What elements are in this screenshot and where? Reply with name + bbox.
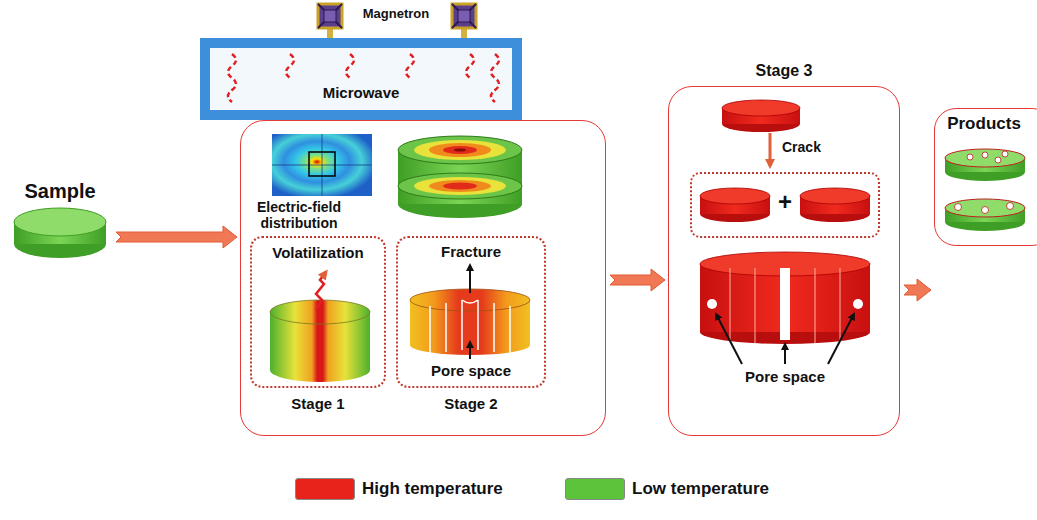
stage3-cylinder-part — [784, 344, 786, 364]
magnetron-icon-part — [318, 4, 342, 28]
magnetron-icon-part — [452, 4, 476, 28]
stage2-cylinder-part — [469, 342, 471, 359]
sample-disc-part — [14, 208, 106, 236]
magnetron-icon-part — [318, 4, 342, 28]
product-discs — [945, 149, 1025, 231]
magnetron-icon — [318, 4, 476, 42]
sample-node: Sample — [8, 178, 112, 270]
microwave-waves-part — [228, 54, 499, 102]
stage3-cylinder-part — [707, 299, 717, 309]
electric-field-map-part — [272, 134, 372, 196]
stage2-cylinder-part-part — [462, 300, 478, 303]
stage3-cylinder-part — [780, 268, 790, 340]
flow-arrow — [904, 279, 931, 301]
stage-box: VolatilizationStage 1 — [250, 236, 386, 388]
legend-swatch — [565, 478, 625, 500]
field-label: Electric-field distribution — [244, 199, 354, 231]
product-discs-part — [1002, 151, 1008, 157]
pore-label: Pore space — [700, 368, 870, 385]
magnetron-icon-part — [324, 10, 336, 22]
microwave-waves-part-part — [228, 54, 236, 102]
stage-label: Stage 1 — [250, 395, 386, 412]
product-discs-part — [945, 199, 1025, 217]
heated-disc-part — [398, 136, 522, 164]
microwave-waves-part-part — [491, 54, 499, 102]
product-discs-part — [995, 157, 1001, 163]
stage-panel: Stage 3CrackPore space+ — [668, 86, 900, 436]
heated-disc-part — [443, 183, 477, 190]
microwave-label: Microwave — [300, 84, 422, 101]
process-label: Volatilization — [252, 244, 384, 261]
flow-arrow — [116, 226, 237, 248]
microwave-waves-part-part — [406, 54, 414, 78]
products-label: Products — [936, 114, 1032, 134]
stage-label: Stage 3 — [668, 62, 900, 80]
electric-field-map-part — [309, 152, 335, 176]
stage3-disc-part — [769, 133, 772, 166]
products-panel: Products — [934, 108, 1037, 246]
product-discs-part — [967, 154, 973, 160]
crack-box: + — [690, 172, 880, 238]
process-label: Fracture — [398, 243, 544, 260]
heated-disc-part — [429, 180, 491, 192]
product-discs-part — [982, 152, 988, 158]
stage3-cylinder-part — [716, 314, 742, 364]
legend-text: Low temperature — [632, 479, 769, 499]
heated-disc-part — [414, 140, 506, 160]
heated-disc-part — [398, 173, 522, 199]
sample-label: Sample — [8, 180, 112, 203]
plus-sign: + — [772, 188, 798, 216]
stage-box: FracturePore spaceStage 2 — [396, 236, 546, 388]
product-discs-part — [1007, 203, 1014, 210]
stage3-disc-part — [722, 100, 800, 116]
split-discs-part — [800, 188, 870, 204]
stage3-cylinder-part — [828, 314, 854, 364]
product-discs-part — [982, 207, 989, 214]
product-discs-part — [945, 149, 1025, 167]
electric-field-map — [272, 134, 372, 196]
flow-arrow — [610, 269, 665, 291]
split-discs-part — [700, 188, 770, 204]
heated-disc-part — [454, 148, 466, 151]
microwave-waves-part-part — [466, 54, 474, 78]
heated-disc — [398, 136, 522, 218]
stage2-cylinder-part — [469, 265, 471, 293]
sample-disc — [14, 208, 106, 258]
stage-label: Stage 2 — [396, 395, 546, 412]
microwave-waves — [210, 48, 512, 110]
stage3-cylinder — [700, 252, 870, 364]
stage3-disc — [722, 100, 800, 166]
electric-field-map-part — [272, 134, 372, 196]
stage3-cylinder-part — [853, 299, 863, 309]
stage1-cylinder-part — [316, 272, 326, 310]
microwave-waves-part-part — [346, 54, 354, 78]
microwave-waves-part-part — [286, 54, 294, 78]
split-discs — [700, 188, 870, 222]
heated-disc-part — [414, 177, 506, 195]
stage2-cylinder — [410, 265, 530, 359]
microwave-box: Microwave — [200, 38, 522, 120]
product-discs-part — [955, 204, 962, 211]
heated-disc-part — [429, 143, 491, 157]
pore-label: Pore space — [398, 362, 544, 379]
legend-text: High temperature — [362, 479, 503, 499]
crack-label: Crack — [782, 139, 852, 155]
legend-swatch — [295, 478, 355, 500]
magnetron-label: Magnetron — [342, 7, 450, 22]
microwave-waves-part — [210, 48, 512, 110]
stage3-cylinder-part-part — [730, 268, 840, 343]
stage-panel: Electric-field distributionVolatilizatio… — [240, 120, 606, 436]
heated-disc-part — [443, 146, 477, 154]
stage3-cylinder-part — [730, 268, 840, 343]
magnetron-icon-part — [452, 4, 476, 28]
magnetron-icon-part — [458, 10, 470, 22]
stage1-cylinder — [270, 272, 370, 382]
